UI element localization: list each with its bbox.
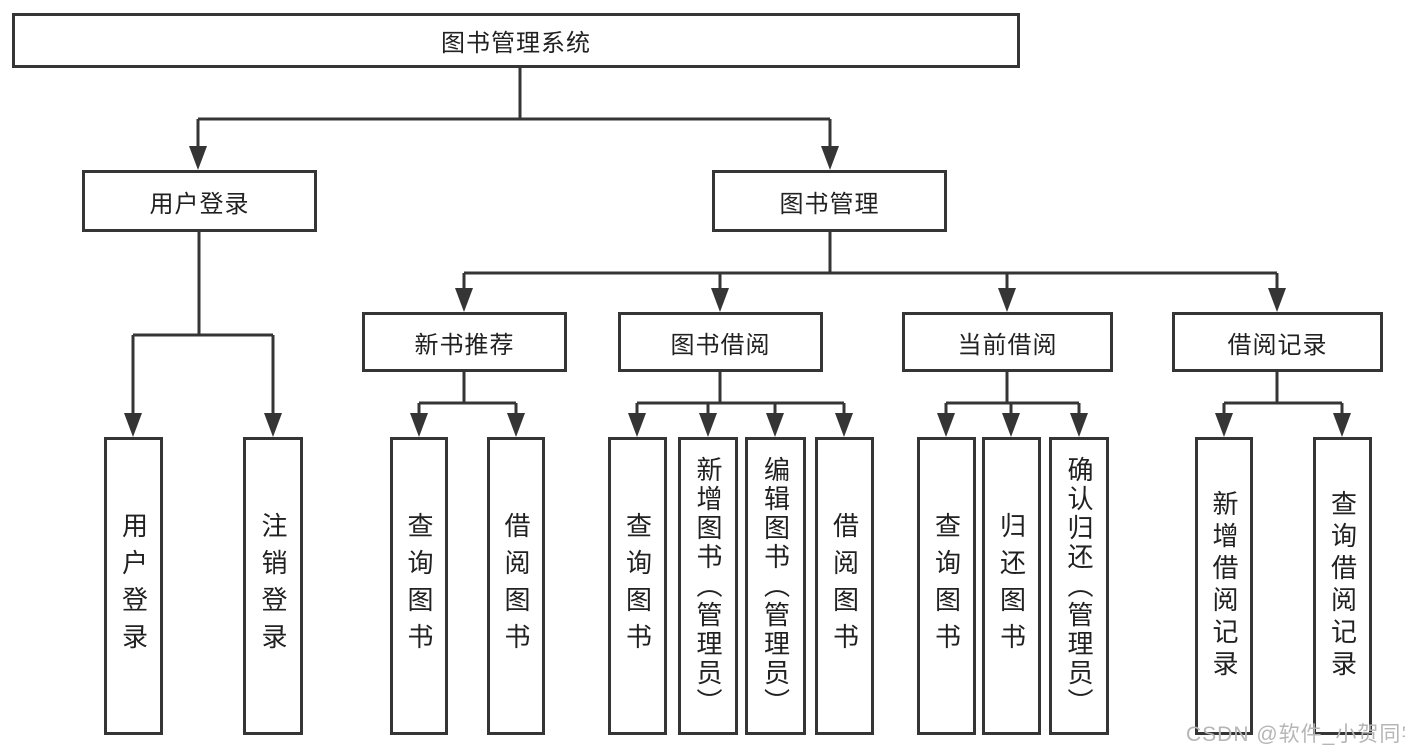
node-label: 图书借阅 — [670, 331, 771, 359]
node-label: 查询图书 — [622, 512, 653, 660]
node-label: 新书推荐 — [414, 331, 515, 359]
leaf-edit-books-admin: 编辑图书（管理员） — [745, 437, 806, 735]
leaf-query-borrow-record: 查询借阅记录 — [1313, 437, 1372, 735]
leaf-confirm-return-admin: 确认归还（管理员） — [1049, 437, 1109, 735]
node-label: 图书管理系统 — [441, 30, 591, 57]
leaf-return-books: 归还图书 — [982, 437, 1041, 735]
node-label: 查询借阅记录 — [1327, 490, 1358, 682]
leaf-add-books-admin: 新增图书（管理员） — [678, 437, 738, 735]
leaf-query-books-current: 查询图书 — [917, 437, 976, 735]
leaf-user-login: 用户登录 — [104, 437, 163, 735]
leaf-query-books-recommend: 查询图书 — [390, 437, 448, 735]
node-label: 查询图书 — [931, 512, 962, 660]
node-label: 借阅记录 — [1227, 331, 1328, 359]
node-label: 借阅图书 — [501, 512, 531, 660]
leaf-borrow-books-recommend: 借阅图书 — [487, 437, 545, 735]
node-label: 用户登录 — [118, 512, 149, 660]
leaf-logout: 注销登录 — [243, 437, 303, 735]
leaf-query-books-borrowing: 查询图书 — [608, 437, 667, 735]
node-label: 当前借阅 — [957, 331, 1058, 359]
node-label: 编辑图书（管理员） — [760, 455, 791, 717]
leaf-add-borrow-record: 新增借阅记录 — [1195, 437, 1253, 735]
node-label: 用户登录 — [149, 190, 250, 218]
node-label: 新增借阅记录 — [1209, 490, 1239, 682]
node-label: 查询图书 — [404, 512, 434, 660]
node-current-borrowing: 当前借阅 — [902, 312, 1113, 372]
leaf-borrow-books: 借阅图书 — [815, 437, 874, 735]
watermark: CSDN @软件_小贺同学 — [1186, 723, 1405, 746]
node-label: 借阅图书 — [829, 512, 860, 660]
node-label: 确认归还（管理员） — [1064, 455, 1094, 717]
node-borrow-records: 借阅记录 — [1172, 312, 1383, 372]
node-library-system: 图书管理系统 — [12, 13, 1020, 68]
node-label: 注销登录 — [258, 512, 288, 660]
node-new-book-recommend: 新书推荐 — [362, 312, 567, 372]
node-label: 归还图书 — [996, 512, 1027, 660]
node-user-login: 用户登录 — [82, 170, 317, 232]
node-label: 图书管理 — [779, 190, 880, 218]
node-label: 新增图书（管理员） — [693, 455, 723, 717]
node-book-management: 图书管理 — [712, 170, 947, 232]
node-book-borrowing: 图书借阅 — [618, 312, 823, 372]
